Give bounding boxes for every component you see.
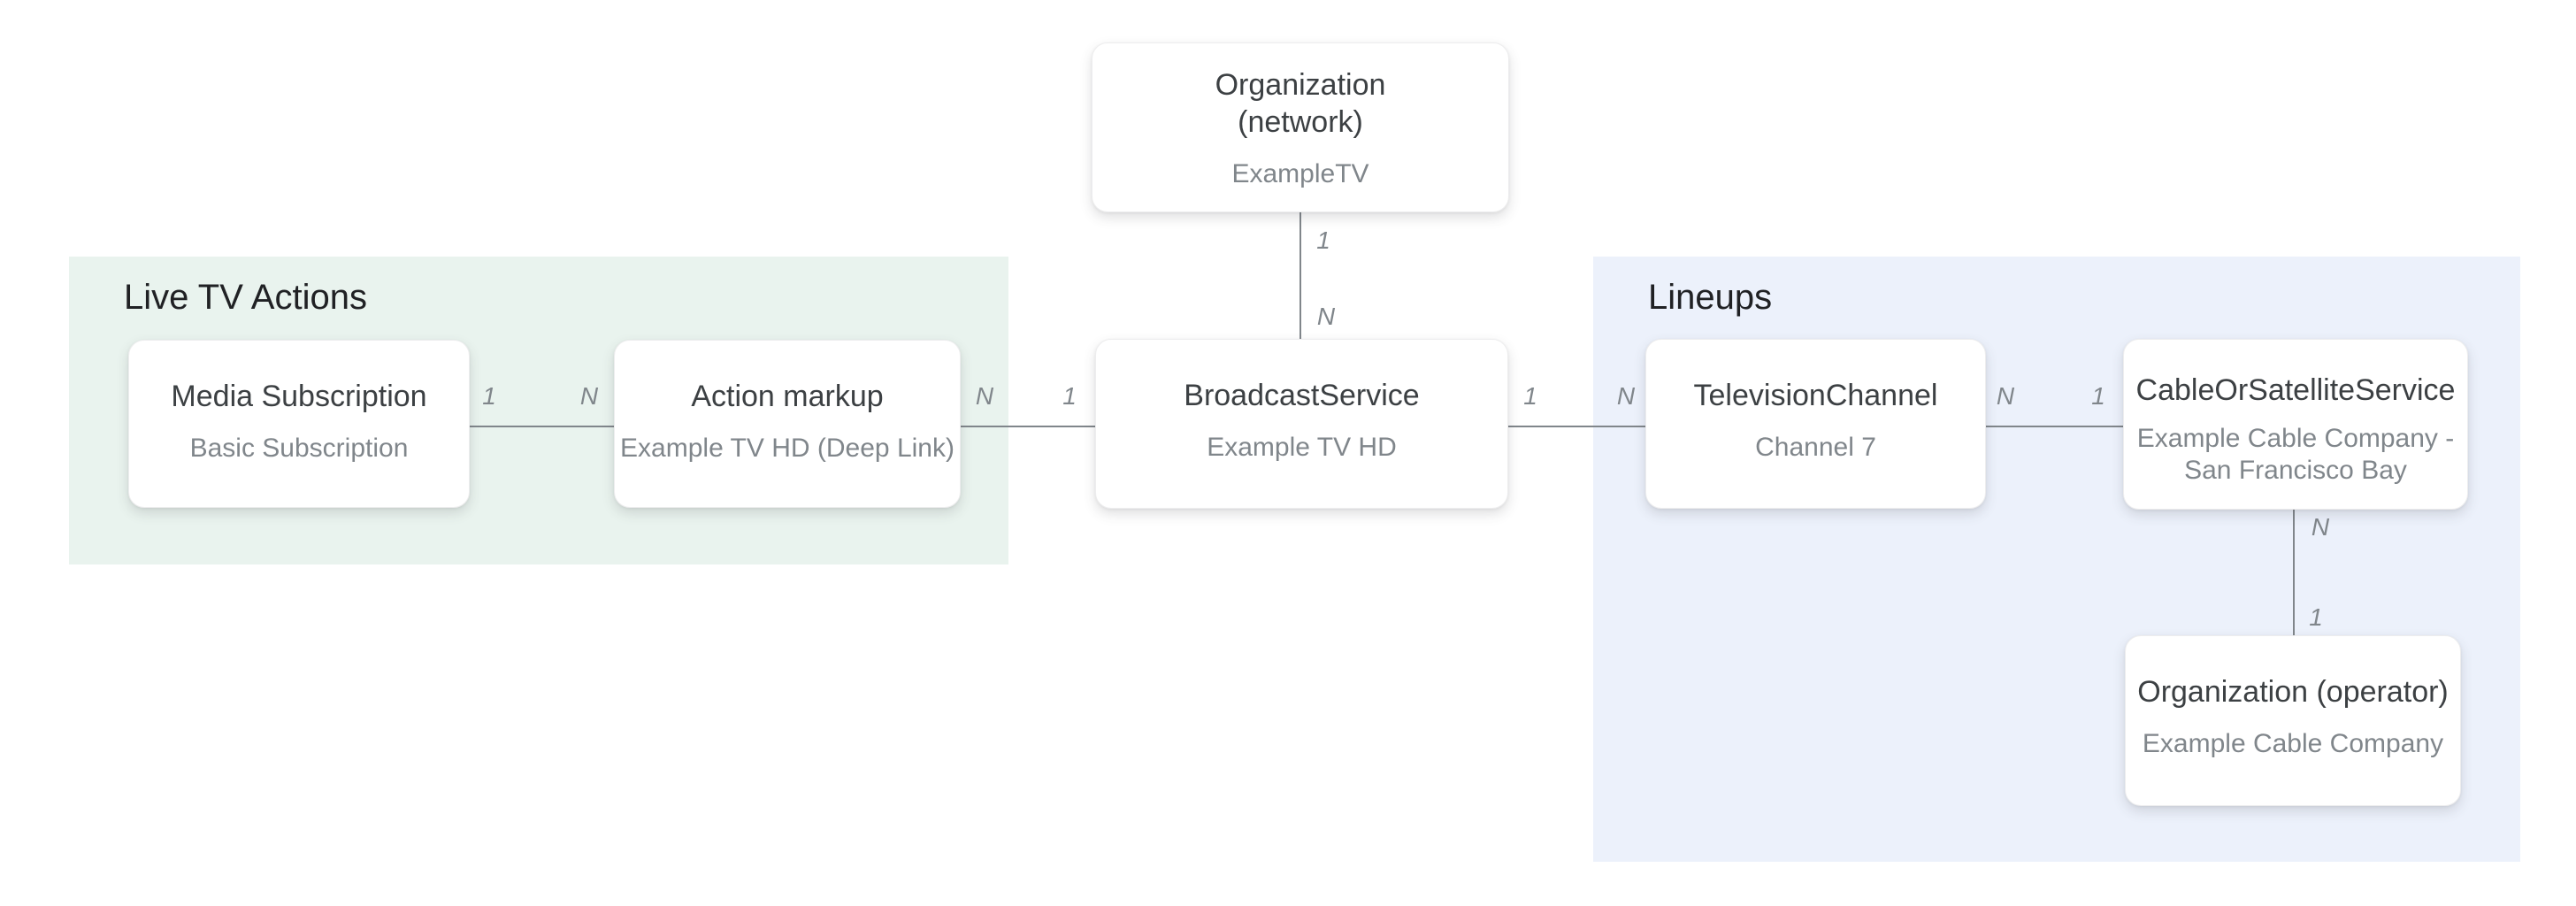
node-broadcast-service: BroadcastService Example TV HD: [1095, 339, 1508, 509]
node-subtitle-line: Example Cable Company -: [2136, 424, 2455, 453]
connector-markup-broadcast: [961, 426, 1096, 427]
region-title-lineups: Lineups: [1648, 278, 1773, 317]
region-title-live-tv-actions: Live TV Actions: [124, 278, 367, 317]
node-subtitle: ExampleTV: [1231, 159, 1369, 188]
node-subtitle-line: San Francisco Bay: [2184, 456, 2407, 485]
node-organization-operator: Organization (operator) Example Cable Co…: [2125, 635, 2461, 806]
node-television-channel: TelevisionChannel Channel 7: [1645, 339, 1986, 509]
node-subtitle: Basic Subscription: [189, 434, 409, 463]
node-subtitle: Example Cable Company - San Francisco Ba…: [2137, 423, 2455, 487]
node-subtitle: Example Cable Company: [2142, 729, 2444, 758]
cardinality-label: N: [1996, 382, 2015, 410]
cardinality-label: 1: [1062, 382, 1077, 410]
node-title: Organization (operator): [2137, 675, 2449, 709]
node-title: TelevisionChannel: [1693, 379, 1938, 412]
node-media-subscription: Media Subscription Basic Subscription: [128, 340, 470, 508]
cardinality-label: 1: [2309, 603, 2323, 631]
node-title: BroadcastService: [1184, 379, 1420, 412]
node-title: Media Subscription: [171, 380, 427, 413]
node-title-line: (network): [1238, 105, 1363, 139]
node-subtitle: Example TV HD (Deep Link): [620, 434, 954, 463]
node-title-line: Organization: [1215, 68, 1386, 102]
cardinality-label: N: [1316, 303, 1336, 330]
node-title: Organization (network): [1215, 66, 1386, 141]
connector-subscription-markup: [469, 426, 615, 427]
cardinality-label: N: [975, 382, 994, 410]
cardinality-label: N: [2311, 513, 2330, 541]
node-title: CableOrSatelliteService: [2135, 373, 2456, 407]
cardinality-label: 1: [482, 382, 496, 410]
cardinality-label: 1: [1523, 382, 1537, 410]
node-organization-network: Organization (network) ExampleTV: [1092, 42, 1509, 212]
node-subtitle: Example TV HD: [1207, 433, 1397, 462]
cardinality-label: 1: [1316, 226, 1330, 254]
cardinality-label: N: [579, 382, 599, 410]
connector-cable-operator: [2293, 509, 2295, 636]
node-action-markup: Action markup Example TV HD (Deep Link): [614, 340, 961, 508]
connector-network-broadcast: [1300, 212, 1301, 340]
node-title: Action markup: [691, 380, 884, 413]
connector-broadcast-channel: [1508, 426, 1646, 427]
cardinality-label: 1: [2091, 382, 2105, 410]
cardinality-label: N: [1616, 382, 1636, 410]
node-subtitle: Channel 7: [1755, 433, 1876, 462]
connector-channel-cable: [1986, 426, 2124, 427]
node-cable-or-satellite-service: CableOrSatelliteService Example Cable Co…: [2123, 339, 2468, 510]
